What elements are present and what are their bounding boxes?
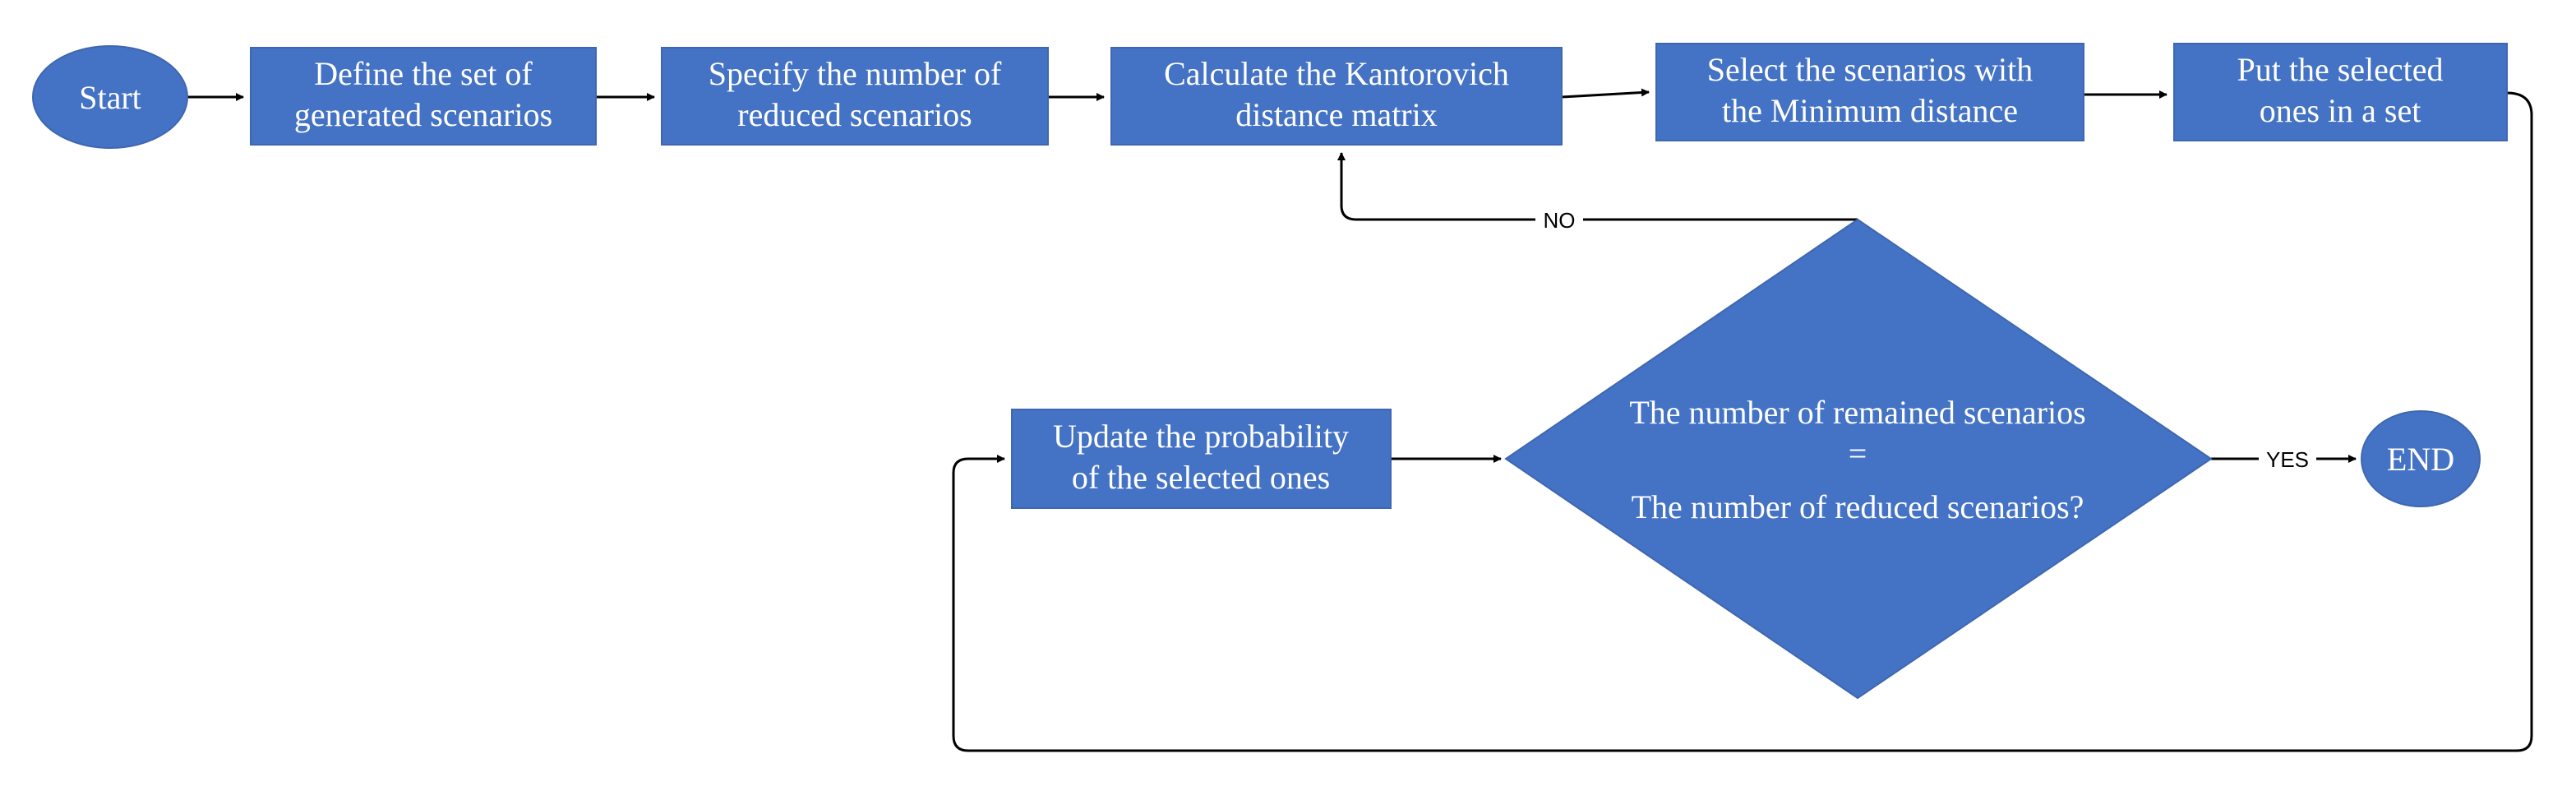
decision-node: The number of remained scenarios = The n… xyxy=(1504,218,2213,700)
specify-number-line-1: Specify the number of xyxy=(709,55,1002,92)
select-min-line-1: Select the scenarios with xyxy=(1707,51,2034,88)
update-prob-line-1: Update the probability xyxy=(1053,418,1349,455)
define-set-line-1: Define the set of xyxy=(314,55,533,92)
define-set-line-2: generated scenarios xyxy=(294,96,552,133)
update-prob-node: Update the probability of the selected o… xyxy=(1011,409,1392,509)
decision-line-3: The number of reduced scenarios? xyxy=(1632,488,2084,525)
put-selected-line-1: Put the selected xyxy=(2237,51,2443,88)
define-set-node: Define the set of generated scenarios xyxy=(250,47,597,146)
edge-calculate-to-select xyxy=(1561,88,1650,99)
specify-number-node: Specify the number of reduced scenarios xyxy=(661,47,1049,146)
select-min-node: Select the scenarios with the Minimum di… xyxy=(1655,43,2084,141)
edge-label-yes: YES xyxy=(2266,447,2309,472)
start-label: Start xyxy=(79,79,141,116)
edge-label-no: NO xyxy=(1544,208,1576,233)
start-node: Start xyxy=(32,45,188,149)
no-label-bg xyxy=(1535,207,1583,232)
put-selected-node: Put the selected ones in a set xyxy=(2173,43,2508,141)
end-label: END xyxy=(2387,441,2454,478)
end-node: END xyxy=(2361,410,2481,507)
edge-decision-no-to-calculate xyxy=(1337,152,1858,221)
decision-line-1: The number of remained scenarios xyxy=(1629,394,2085,431)
select-min-line-2: the Minimum distance xyxy=(1722,92,2018,129)
calculate-matrix-node: Calculate the Kantorovich distance matri… xyxy=(1110,47,1563,146)
calculate-matrix-line-2: distance matrix xyxy=(1235,96,1437,133)
decision-line-2: = xyxy=(1849,435,1867,472)
update-prob-line-2: of the selected ones xyxy=(1072,459,1330,496)
edge-put-to-update-loop xyxy=(952,91,2533,752)
specify-number-line-2: reduced scenarios xyxy=(737,96,972,133)
calculate-matrix-line-1: Calculate the Kantorovich xyxy=(1164,55,1509,92)
edges xyxy=(187,88,2533,752)
put-selected-line-2: ones in a set xyxy=(2260,92,2421,129)
